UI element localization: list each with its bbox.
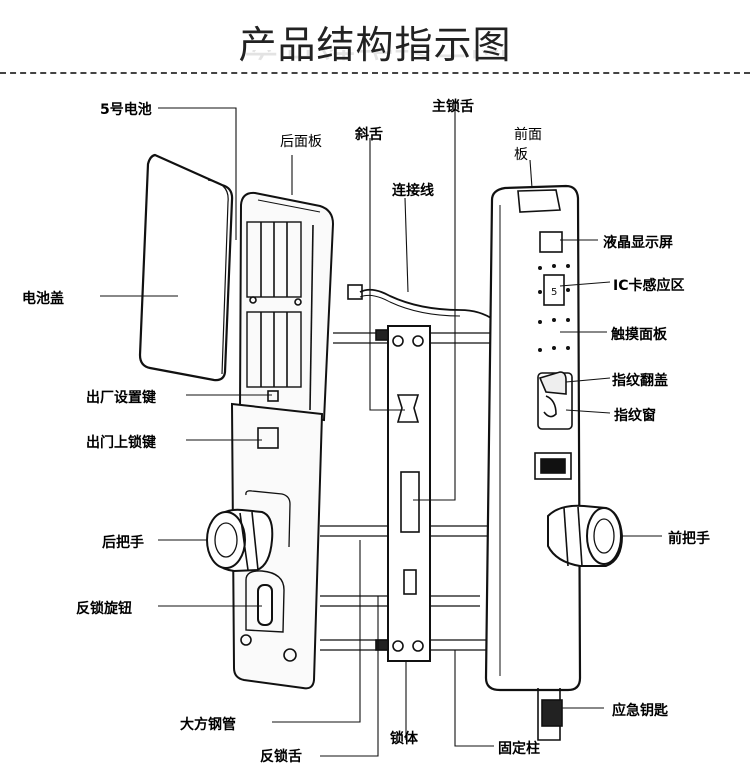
label-fixed-post: 固定柱: [498, 741, 540, 757]
keypad-dots: [538, 264, 570, 352]
label-slant-tongue: 斜舌: [355, 127, 383, 143]
label-anti-lock-tongue: 反锁舌: [260, 749, 302, 765]
label-front-handle: 前把手: [668, 531, 710, 547]
label-fp-cover: 指纹翻盖: [612, 373, 668, 389]
label-square-tube: 大方钢管: [180, 717, 236, 733]
label-front-panel-1: 前面: [514, 127, 542, 143]
label-fp-window: 指纹窗: [614, 408, 656, 424]
label-emergency-key: 应急钥匙: [612, 703, 668, 719]
battery-cover-part: [138, 153, 234, 382]
label-touch-panel: 触摸面板: [611, 327, 667, 343]
label-lock-body: 锁体: [390, 731, 418, 747]
label-back-panel: 后面板: [280, 134, 322, 150]
label-back-handle: 后把手: [102, 535, 144, 551]
label-ic-card: IC卡感应区: [613, 278, 685, 294]
back-lower-body: [206, 402, 324, 690]
label-battery-cover: 电池盖: [22, 291, 64, 307]
label-cable: 连接线: [392, 183, 434, 199]
title-divider: [0, 72, 750, 74]
back-panel-part: [238, 191, 335, 422]
label-exit-lock-key: 出门上锁键: [86, 435, 156, 451]
front-panel-part: [484, 184, 624, 741]
label-factory-key: 出厂设置键: [86, 390, 156, 406]
lock-body-part: [375, 325, 431, 662]
label-battery: 5号电池: [100, 102, 152, 118]
label-front-panel-2: 板: [514, 147, 528, 163]
cable-part: [347, 284, 495, 321]
label-lcd: 液晶显示屏: [603, 235, 673, 251]
diagram-title: 产品结构指示图: [238, 23, 512, 67]
label-main-tongue: 主锁舌: [432, 99, 474, 115]
leader-lines: [100, 103, 662, 757]
label-anti-lock-knob: 反锁旋钮: [76, 601, 132, 617]
keypad-center-digit: 5: [551, 287, 557, 298]
